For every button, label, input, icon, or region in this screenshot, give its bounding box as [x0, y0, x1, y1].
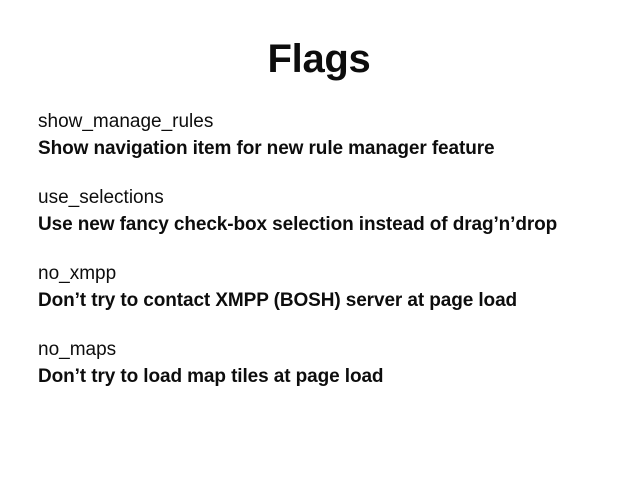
flag-description: Use new fancy check-box selection instea… [38, 214, 558, 235]
flag-name: no_maps [38, 339, 117, 360]
flag-name: no_xmpp [38, 263, 117, 284]
flag-description: Show navigation item for new rule manage… [38, 138, 495, 159]
flag-list: show_manage_rules Show navigation item f… [38, 108, 608, 390]
flag-description: Don’t try to contact XMPP (BOSH) server … [38, 290, 518, 311]
flag-entry-no-xmpp: no_xmpp Don’t try to contact XMPP (BOSH)… [38, 260, 608, 314]
page-title: Flags [267, 37, 371, 81]
flag-description: Don’t try to load map tiles at page load [38, 366, 384, 387]
flag-entry-show-manage-rules: show_manage_rules Show navigation item f… [38, 108, 608, 162]
flag-entry-use-selections: use_selections Use new fancy check-box s… [38, 184, 608, 238]
flag-name: show_manage_rules [38, 111, 214, 132]
flag-name: use_selections [38, 187, 164, 208]
flag-entry-no-maps: no_maps Don’t try to load map tiles at p… [38, 336, 608, 390]
